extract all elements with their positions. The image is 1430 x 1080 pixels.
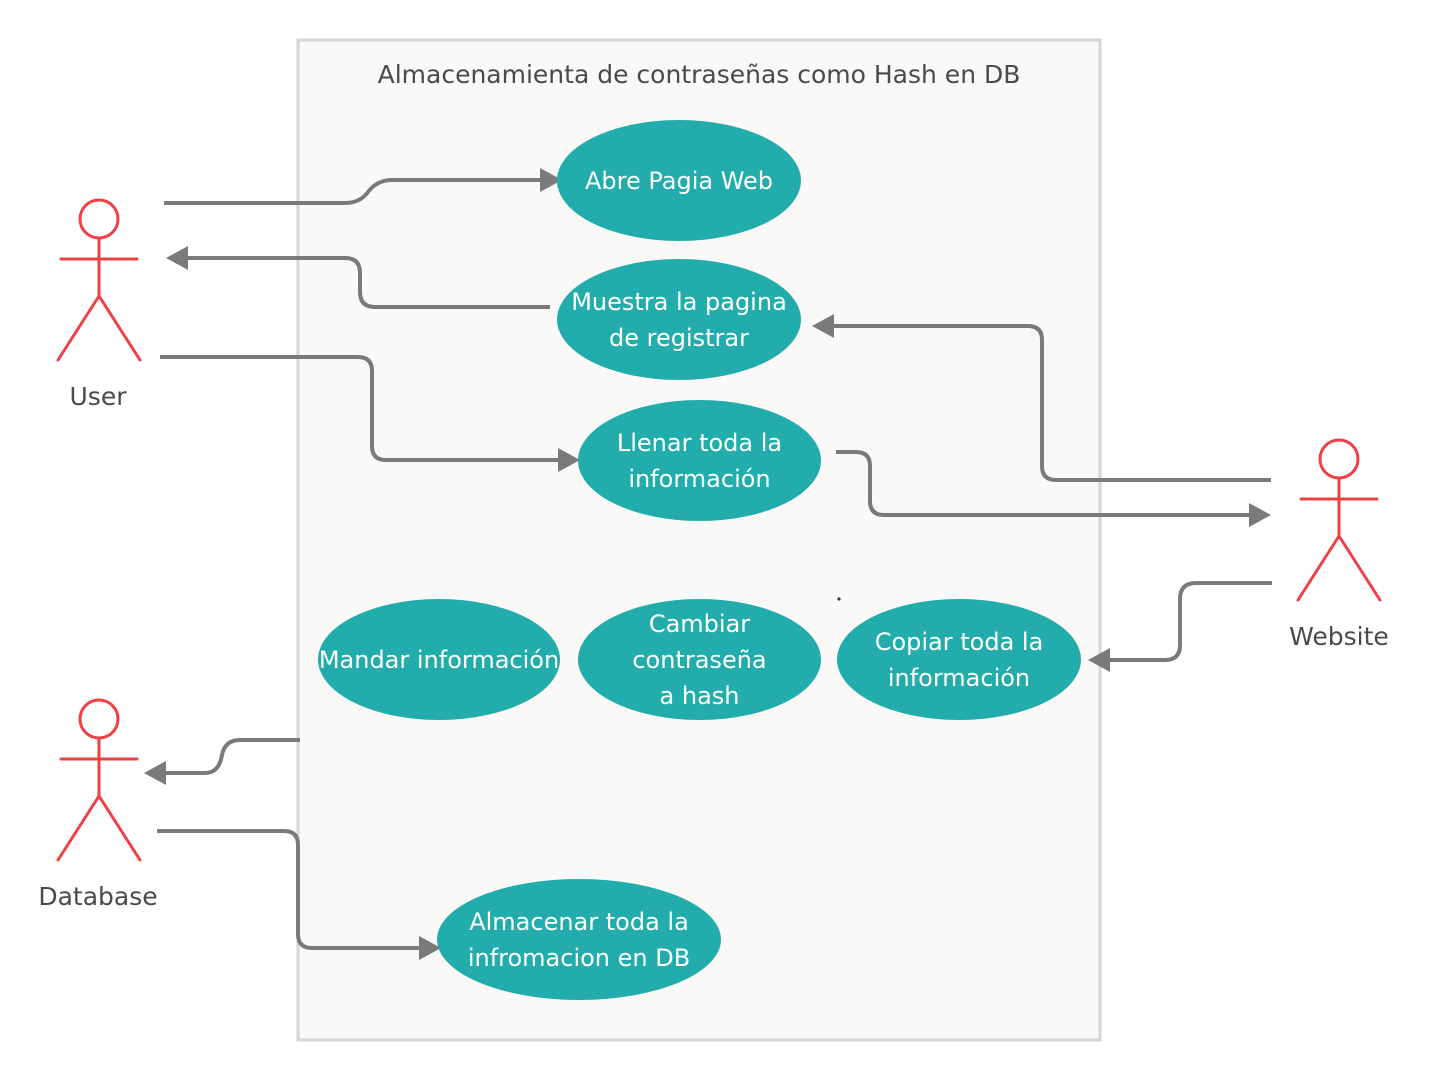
- arrowhead-user: [166, 246, 188, 270]
- connector-llenar-to-website: [836, 450, 1266, 517]
- use-case-copiar-informacion[interactable]: Copiar toda la información: [837, 599, 1081, 720]
- connector-database-to-almacenar: [157, 829, 436, 950]
- use-case-almacenar-en-db[interactable]: Almacenar toda la infromacion en DB: [437, 879, 721, 1000]
- arrowhead-website: [1249, 503, 1271, 527]
- arrowhead-database: [144, 761, 166, 785]
- arrowhead-almacenar: [419, 936, 441, 960]
- use-case-abre-pagina-web[interactable]: Abre Pagia Web: [557, 120, 801, 241]
- website-actor-figure: [1296, 438, 1382, 602]
- system-title: Almacenamienta de contraseñas como Hash …: [377, 60, 1021, 89]
- arrowhead-llenar: [558, 448, 580, 472]
- arrowhead-muestra: [812, 314, 834, 338]
- stray-dot: [837, 597, 841, 601]
- use-case-cambiar-contrasena-hash[interactable]: Cambiar contraseña a hash: [578, 599, 821, 720]
- connector-website-to-muestra: [818, 324, 1271, 482]
- connector-website-to-copiar: [1092, 581, 1272, 662]
- connector-muestra-to-user: [170, 256, 550, 309]
- website-actor-label: Website: [1289, 622, 1389, 651]
- connector-system-to-database: [150, 738, 300, 775]
- use-case-muestra-pagina-registrar[interactable]: Muestra la pagina de registrar: [557, 259, 801, 380]
- arrowhead-copiar: [1088, 648, 1110, 672]
- use-case-mandar-informacion[interactable]: Mandar información: [318, 599, 560, 720]
- user-actor-label: User: [69, 382, 127, 411]
- database-actor-label: Database: [38, 882, 158, 911]
- user-actor-figure: [56, 198, 142, 362]
- connector-user-to-abre: [164, 178, 558, 205]
- use-case-llenar-informacion[interactable]: Llenar toda la información: [578, 400, 821, 521]
- database-actor-figure: [56, 698, 142, 862]
- arrowhead-abre: [540, 168, 562, 192]
- connector-user-to-llenar: [160, 355, 574, 462]
